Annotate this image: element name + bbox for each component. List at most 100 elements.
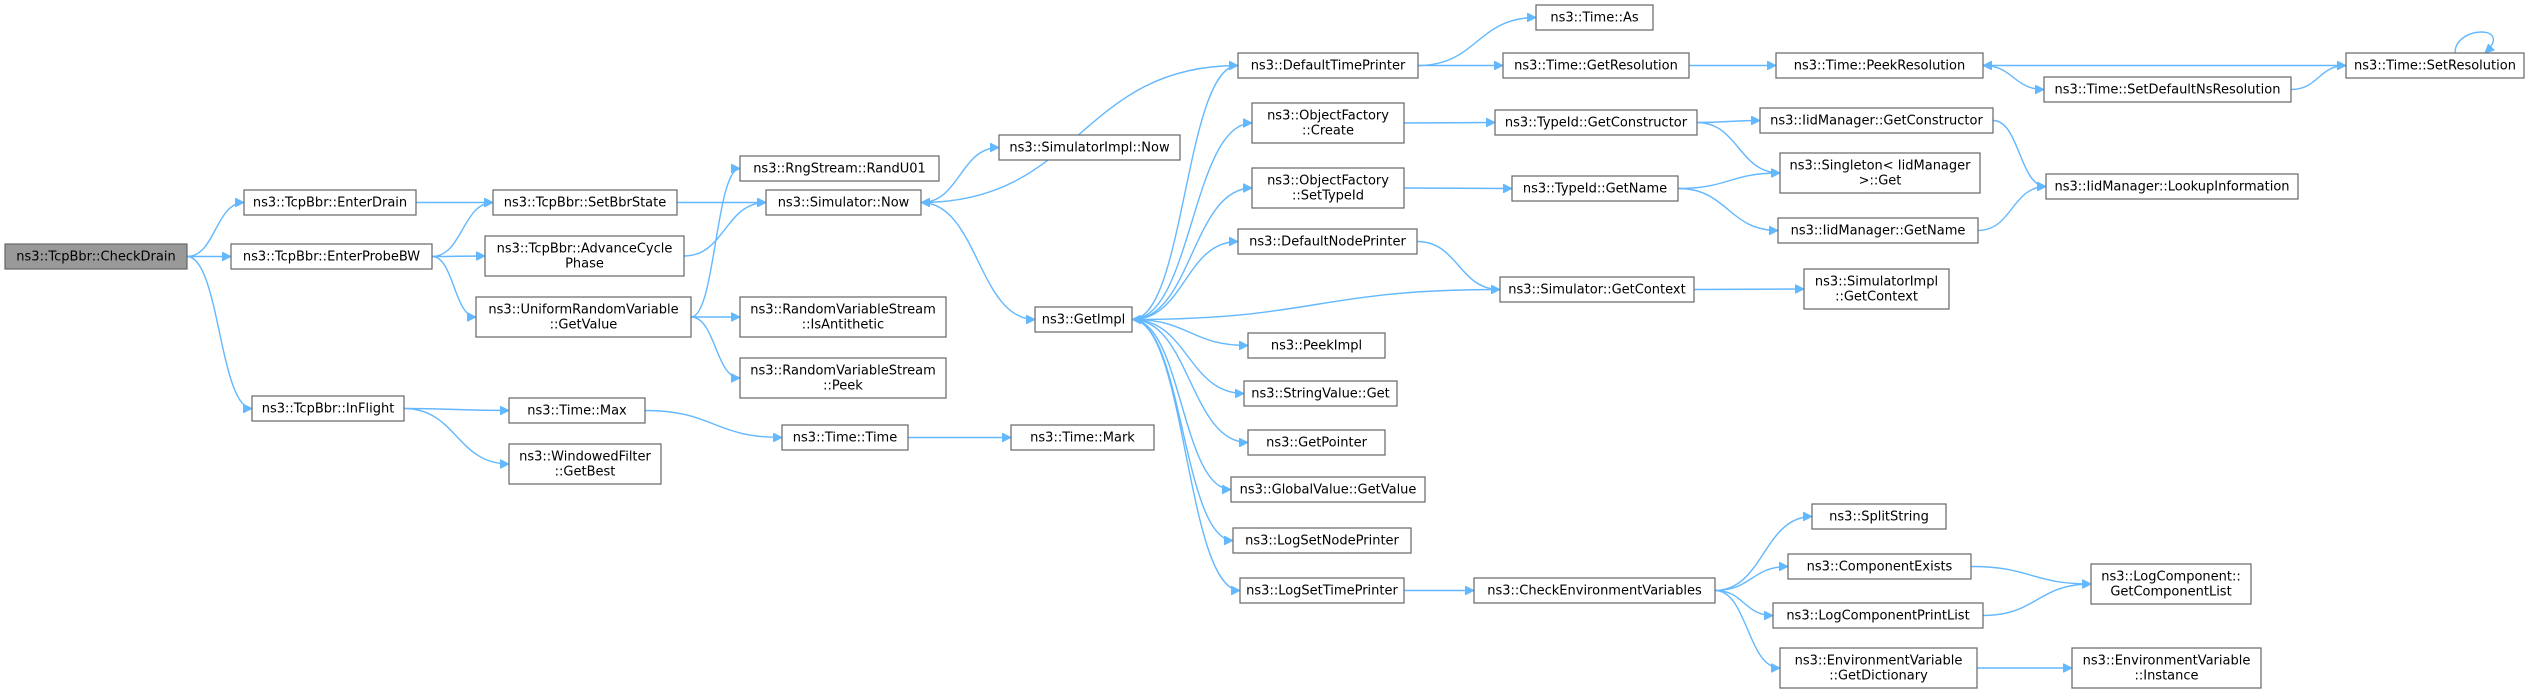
node-box[interactable] — [1779, 647, 1978, 689]
node-ns3-logcomponentprintlist[interactable]: ns3::LogComponentPrintList — [1772, 602, 1984, 629]
node-box[interactable] — [1502, 52, 1690, 79]
node-box[interactable] — [1251, 102, 1405, 144]
node-box[interactable] — [2043, 76, 2292, 103]
node-ns3-time-time[interactable]: ns3::Time::Time — [781, 424, 909, 451]
node-ns3-time-max[interactable]: ns3::Time::Max — [508, 397, 646, 424]
node-label: ::GetBest — [555, 465, 616, 480]
node-ns3-tcpbbr-inflight[interactable]: ns3::TcpBbr::InFlight — [251, 395, 405, 422]
node-label: ns3::IidManager::GetConstructor — [1770, 114, 1983, 129]
node-box[interactable] — [1494, 109, 1698, 136]
node-ns3-time-peekresolution[interactable]: ns3::Time::PeekResolution — [1775, 52, 1984, 79]
node-ns3-objectfactory-create[interactable]: ns3::ObjectFactory::Create — [1251, 102, 1405, 144]
node-ns3-peekimpl[interactable]: ns3::PeekImpl — [1247, 332, 1386, 359]
node-box[interactable] — [781, 424, 909, 451]
node-ns3-defaulttimeprinter[interactable]: ns3::DefaultTimePrinter — [1237, 52, 1419, 79]
node-ns3-componentexists[interactable]: ns3::ComponentExists — [1787, 553, 1972, 580]
node-ns3-tcpbbr-enterprobebw[interactable]: ns3::TcpBbr::EnterProbeBW — [230, 243, 433, 270]
node-ns3-tcpbbr-checkdrain[interactable]: ns3::TcpBbr::CheckDrain — [4, 243, 188, 270]
node-ns3-simulatorimpl-getcontext[interactable]: ns3::SimulatorImpl::GetContext — [1803, 268, 1950, 310]
node-ns3-iidmanager-lookupinformation[interactable]: ns3::IidManager::LookupInformation — [2045, 173, 2299, 200]
node-ns3-windowedfilter-getbest[interactable]: ns3::WindowedFilter::GetBest — [508, 443, 662, 485]
node-ns3-simulator-getcontext[interactable]: ns3::Simulator::GetContext — [1499, 276, 1695, 303]
node-ns3-objectfactory-settypeid[interactable]: ns3::ObjectFactory::SetTypeId — [1251, 167, 1405, 209]
node-ns3-rngstream-randu01[interactable]: ns3::RngStream::RandU01 — [739, 155, 940, 182]
node-ns3-time-getresolution[interactable]: ns3::Time::GetResolution — [1502, 52, 1690, 79]
node-ns3-time-as[interactable]: ns3::Time::As — [1535, 4, 1654, 31]
node-box[interactable] — [1239, 577, 1405, 604]
node-ns3-logcomponent-getcomponentlist[interactable]: ns3::LogComponent::GetComponentList — [2090, 563, 2252, 605]
node-ns3-logsettimeprinter[interactable]: ns3::LogSetTimePrinter — [1239, 577, 1405, 604]
node-ns3-singleton-iidmanager-get[interactable]: ns3::Singleton< IidManager>::Get — [1779, 152, 1981, 194]
node-ns3-iidmanager-getname[interactable]: ns3::IidManager::GetName — [1777, 217, 1979, 244]
node-box[interactable] — [1787, 553, 1972, 580]
node-box[interactable] — [1777, 217, 1979, 244]
node-label: ns3::LogComponentPrintList — [1786, 609, 1969, 624]
node-ns3-simulator-now[interactable]: ns3::Simulator::Now — [765, 189, 922, 216]
node-box[interactable] — [1243, 380, 1398, 407]
edge-n18-to-n29 — [1403, 123, 1495, 124]
node-ns3-simulatorimpl-now[interactable]: ns3::SimulatorImpl::Now — [998, 134, 1181, 161]
node-ns3-time-setdefaultnsresolution[interactable]: ns3::Time::SetDefaultNsResolution — [2043, 76, 2292, 103]
node-box[interactable] — [1232, 527, 1412, 554]
node-box[interactable] — [1775, 52, 1984, 79]
node-box[interactable] — [739, 155, 940, 182]
node-box[interactable] — [1237, 52, 1419, 79]
node-box[interactable] — [492, 189, 678, 216]
node-box[interactable] — [1759, 107, 1994, 134]
node-ns3-splitstring[interactable]: ns3::SplitString — [1811, 503, 1947, 530]
node-box[interactable] — [508, 443, 662, 485]
node-box[interactable] — [475, 296, 692, 338]
node-box[interactable] — [998, 134, 1181, 161]
node-box[interactable] — [1010, 424, 1155, 451]
node-box[interactable] — [243, 189, 417, 216]
node-box[interactable] — [1247, 429, 1386, 456]
node-ns3-getimpl[interactable]: ns3::GetImpl — [1034, 306, 1133, 333]
node-box[interactable] — [739, 296, 947, 338]
node-box[interactable] — [1772, 602, 1984, 629]
node-box[interactable] — [484, 235, 685, 277]
node-ns3-typeid-getconstructor[interactable]: ns3::TypeId::GetConstructor — [1494, 109, 1698, 136]
node-ns3-randomvariablestream-isantithetic[interactable]: ns3::RandomVariableStream::IsAntithetic — [739, 296, 947, 338]
node-box[interactable] — [1237, 228, 1418, 255]
node-box[interactable] — [251, 395, 405, 422]
node-ns3-typeid-getname[interactable]: ns3::TypeId::GetName — [1511, 175, 1679, 202]
node-box[interactable] — [1499, 276, 1695, 303]
node-box[interactable] — [1034, 306, 1133, 333]
node-ns3-iidmanager-getconstructor[interactable]: ns3::IidManager::GetConstructor — [1759, 107, 1994, 134]
node-ns3-time-setresolution[interactable]: ns3::Time::SetResolution — [2345, 52, 2525, 79]
node-ns3-time-mark[interactable]: ns3::Time::Mark — [1010, 424, 1155, 451]
node-box[interactable] — [1811, 503, 1947, 530]
node-ns3-tcpbbr-enterdrain[interactable]: ns3::TcpBbr::EnterDrain — [243, 189, 417, 216]
node-box[interactable] — [4, 243, 188, 270]
node-ns3-stringvalue-get[interactable]: ns3::StringValue::Get — [1243, 380, 1398, 407]
node-box[interactable] — [230, 243, 433, 270]
node-box[interactable] — [739, 357, 947, 399]
node-box[interactable] — [2090, 563, 2252, 605]
node-box[interactable] — [1511, 175, 1679, 202]
node-box[interactable] — [2345, 52, 2525, 79]
node-ns3-environmentvariable-instance[interactable]: ns3::EnvironmentVariable::Instance — [2071, 647, 2262, 689]
node-box[interactable] — [2071, 647, 2262, 689]
node-box[interactable] — [1779, 152, 1981, 194]
node-ns3-globalvalue-getvalue[interactable]: ns3::GlobalValue::GetValue — [1230, 476, 1426, 503]
node-ns3-defaultnodeprinter[interactable]: ns3::DefaultNodePrinter — [1237, 228, 1418, 255]
node-ns3-logsetnodeprinter[interactable]: ns3::LogSetNodePrinter — [1232, 527, 1412, 554]
node-box[interactable] — [1803, 268, 1950, 310]
node-box[interactable] — [765, 189, 922, 216]
node-box[interactable] — [1247, 332, 1386, 359]
node-ns3-environmentvariable-getdictionary[interactable]: ns3::EnvironmentVariable::GetDictionary — [1779, 647, 1978, 689]
node-box[interactable] — [1473, 577, 1716, 604]
node-ns3-tcpbbr-setbbrstate[interactable]: ns3::TcpBbr::SetBbrState — [492, 189, 678, 216]
node-ns3-uniformrandomvariable-getvalue[interactable]: ns3::UniformRandomVariable::GetValue — [475, 296, 692, 338]
node-box[interactable] — [2045, 173, 2299, 200]
node-ns3-getpointer[interactable]: ns3::GetPointer — [1247, 429, 1386, 456]
node-box[interactable] — [1535, 4, 1654, 31]
node-box[interactable] — [508, 397, 646, 424]
node-label: ::GetValue — [550, 318, 618, 333]
node-ns3-randomvariablestream-peek[interactable]: ns3::RandomVariableStream::Peek — [739, 357, 947, 399]
node-ns3-checkenvironmentvariables[interactable]: ns3::CheckEnvironmentVariables — [1473, 577, 1716, 604]
node-box[interactable] — [1251, 167, 1405, 209]
node-label: ns3::Time::GetResolution — [1514, 59, 1678, 74]
node-box[interactable] — [1230, 476, 1426, 503]
